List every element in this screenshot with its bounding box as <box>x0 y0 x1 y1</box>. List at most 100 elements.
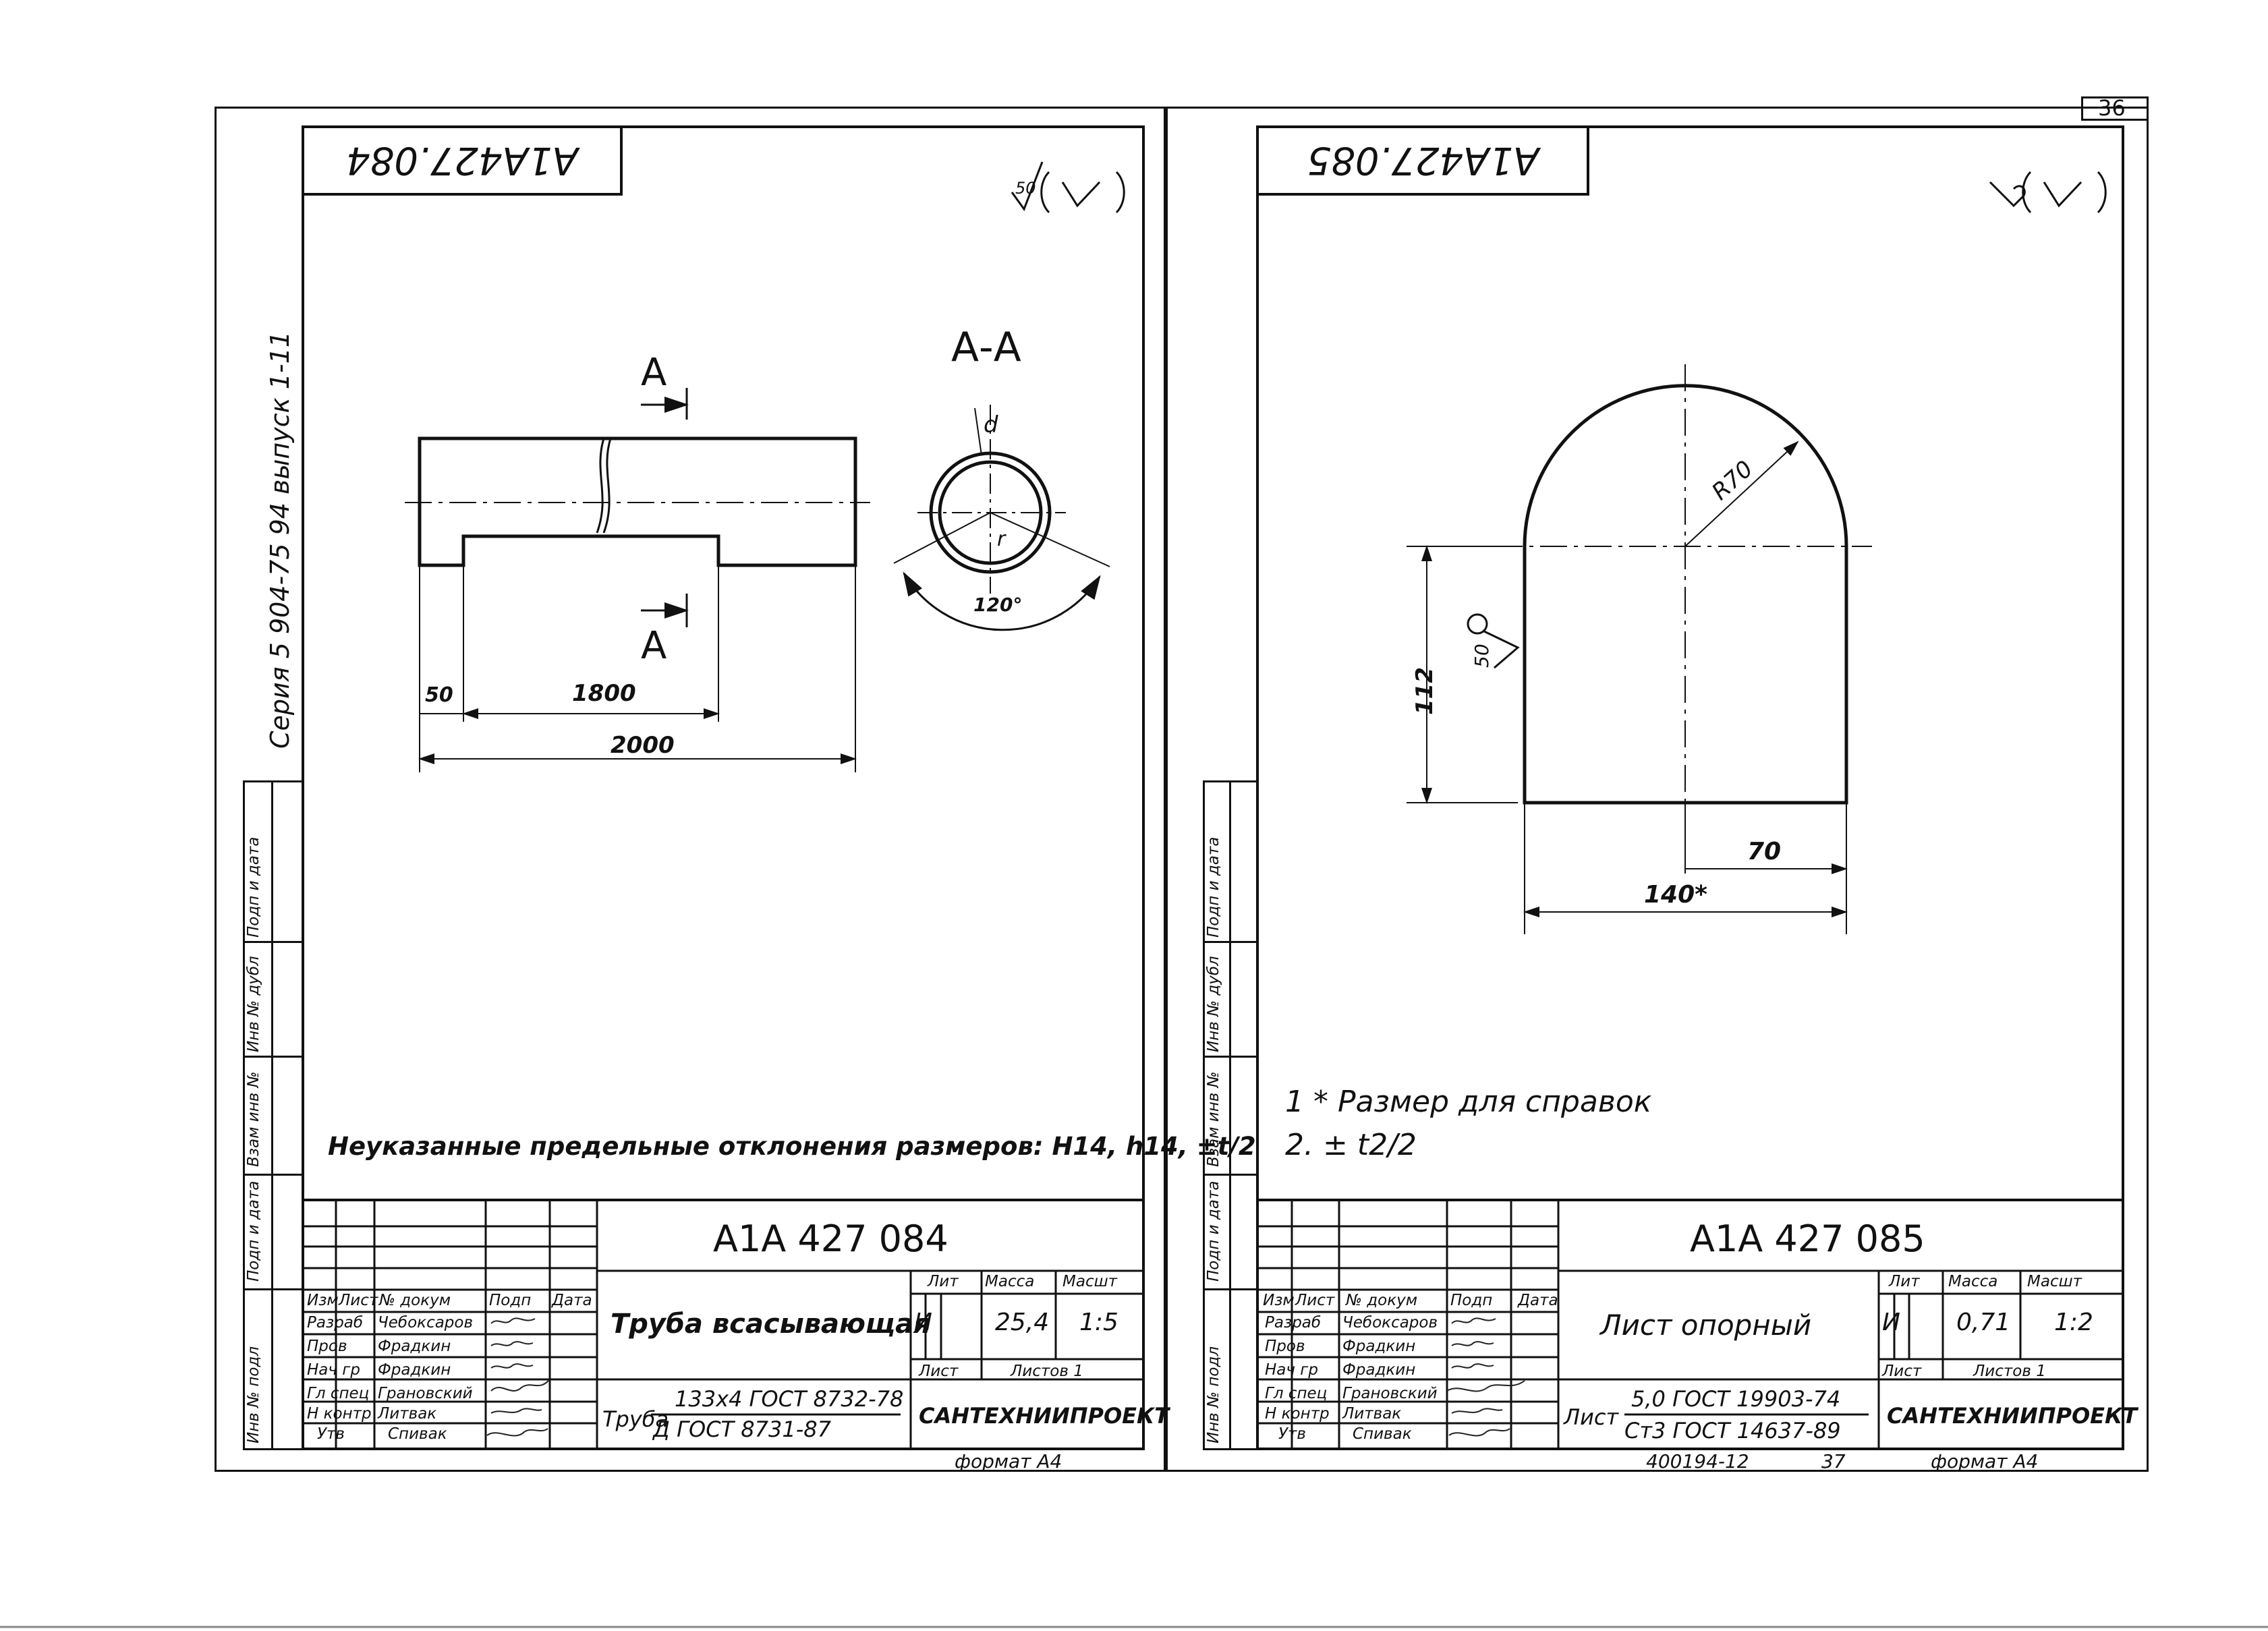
right-name-5: Спивак <box>1353 1425 1412 1443</box>
left-material-bottom: Д ГОСТ 8731-87 <box>653 1417 831 1442</box>
left-sheets-label: Листов 1 <box>1011 1363 1083 1380</box>
left-pipe-outline <box>418 436 857 567</box>
right-name-3: Грановский <box>1342 1385 1438 1402</box>
right-lit-header: Лит <box>1889 1273 1920 1290</box>
left-name-0: Чебоксаров <box>378 1314 474 1332</box>
left-format: формат А4 <box>955 1450 1062 1472</box>
page-number-box <box>2081 96 2149 121</box>
right-material-prefix: Лист <box>1564 1404 1619 1430</box>
left-header-list: Лист <box>339 1292 378 1309</box>
left-name-3: Грановский <box>378 1385 473 1402</box>
right-doc-code: А1А 427 085 <box>1690 1218 1925 1260</box>
left-name-5: Спивак <box>388 1425 447 1443</box>
right-dimension-lines <box>1407 440 1848 934</box>
left-corner-code-box <box>304 125 623 196</box>
left-dim-inner: 1800 <box>572 680 636 707</box>
left-view-label: А-А <box>951 324 1021 371</box>
left-header-izm: Изм <box>307 1292 339 1309</box>
right-sheet <box>1166 107 2149 1472</box>
left-name-4: Литвак <box>378 1405 437 1423</box>
right-name-1: Фрадкин <box>1342 1338 1416 1355</box>
right-corner-code-box <box>1259 125 1589 196</box>
left-side-stamp-divider-v <box>271 780 273 1450</box>
right-name-0: Чебоксаров <box>1342 1314 1438 1332</box>
right-header-list: Лист <box>1295 1292 1335 1309</box>
left-title: Труба всасывающая <box>611 1309 931 1340</box>
left-mass-header: Масса <box>985 1273 1035 1290</box>
right-role-4: Н контр <box>1265 1405 1330 1423</box>
right-mass: 0,71 <box>1956 1309 2011 1336</box>
right-footer-code: 400194-12 <box>1646 1450 1749 1472</box>
left-tolerance-note: Неуказанные предельные отклонения размер… <box>328 1132 1256 1161</box>
right-role-1: Пров <box>1265 1338 1305 1355</box>
right-title-grid <box>1256 1199 2124 1450</box>
right-dim-half: 70 <box>1747 838 1782 865</box>
right-note-2: 2. ± t2/2 <box>1285 1128 1417 1162</box>
right-note-1: 1 * Размер для справок <box>1285 1085 1652 1119</box>
left-role-2: Нач гр <box>307 1361 360 1379</box>
right-material-bottom: Ст3 ГОСТ 14637-89 <box>1624 1418 1841 1443</box>
left-header-sign: Подп <box>489 1292 532 1309</box>
left-header-docno: № докум <box>379 1292 451 1309</box>
right-centerlines <box>1407 364 1872 803</box>
right-footer-page: 37 <box>1821 1450 1846 1472</box>
right-roughness-icon <box>1989 171 2107 214</box>
left-dimension-lines <box>418 565 857 772</box>
right-role-3: Гл спец <box>1265 1385 1328 1402</box>
right-sheets-label: Листов 1 <box>1973 1363 2046 1380</box>
left-scale-header: Масшт <box>1062 1273 1118 1290</box>
right-drawing-frame <box>1256 125 2124 1450</box>
right-signatures <box>1446 1317 1525 1437</box>
left-header-date: Дата <box>552 1292 592 1309</box>
left-role-4: Н контр <box>307 1405 372 1423</box>
left-title-grid <box>302 1199 1145 1450</box>
left-signatures <box>486 1317 549 1437</box>
left-lit-header: Лит <box>928 1273 959 1290</box>
left-lit: И <box>914 1309 932 1336</box>
left-roughness-icon <box>1011 161 1125 214</box>
left-section-arrows <box>641 388 689 627</box>
right-material-top: 5,0 ГОСТ 19903-74 <box>1631 1386 1841 1412</box>
left-role-1: Пров <box>307 1338 347 1355</box>
right-inner-roughness-icon <box>1467 613 1520 669</box>
right-name-4: Литвак <box>1342 1405 1402 1423</box>
right-title: Лист опорный <box>1600 1309 1812 1342</box>
left-role-3: Гл спец <box>307 1385 370 1402</box>
right-title-block <box>1256 1199 2124 1453</box>
left-role-5: Утв <box>317 1425 345 1443</box>
left-section-marker-bottom: А <box>641 624 667 668</box>
right-header-date: Дата <box>1518 1292 1558 1309</box>
right-lit: И <box>1882 1309 1900 1336</box>
right-scale-header: Масшт <box>2027 1273 2082 1290</box>
right-dim-width: 140* <box>1644 881 1707 909</box>
right-header-izm: Изм <box>1263 1292 1295 1309</box>
left-org: САНТЕХНИИПРОЕКТ <box>919 1403 1170 1429</box>
right-scale: 1:2 <box>2054 1309 2093 1336</box>
right-role-0: Разраб <box>1265 1314 1322 1332</box>
right-arch-plate <box>1523 384 1848 805</box>
right-org: САНТЕХНИИПРОЕКТ <box>1887 1403 2138 1429</box>
left-mass: 25,4 <box>995 1309 1050 1336</box>
left-section-marker-top: А <box>641 351 667 395</box>
right-header-docno: № докум <box>1346 1292 1418 1309</box>
left-material-top: 133х4 ГОСТ 8732-78 <box>675 1386 904 1412</box>
left-name-2: Фрадкин <box>378 1361 451 1379</box>
left-material-prefix: Труба <box>602 1406 669 1432</box>
right-mass-header: Масса <box>1948 1273 1998 1290</box>
left-title-block <box>302 1199 1145 1453</box>
right-header-sign: Подп <box>1450 1292 1493 1309</box>
right-sheet-label: Лист <box>1882 1363 1922 1380</box>
left-section-circle <box>893 405 1110 631</box>
left-name-1: Фрадкин <box>378 1338 451 1355</box>
left-dim-offset: 50 <box>425 683 453 707</box>
left-sheet-label: Лист <box>919 1363 959 1380</box>
right-format: формат А4 <box>1931 1450 2039 1472</box>
right-name-2: Фрадкин <box>1342 1361 1416 1379</box>
right-side-stamp-divider-v <box>1229 780 1231 1450</box>
left-sheet <box>215 107 1166 1472</box>
left-dim-r: r <box>997 527 1006 551</box>
left-scale: 1:5 <box>1079 1309 1118 1336</box>
left-doc-code: А1А 427 084 <box>713 1218 948 1260</box>
page-number: 36 <box>2098 95 2126 121</box>
